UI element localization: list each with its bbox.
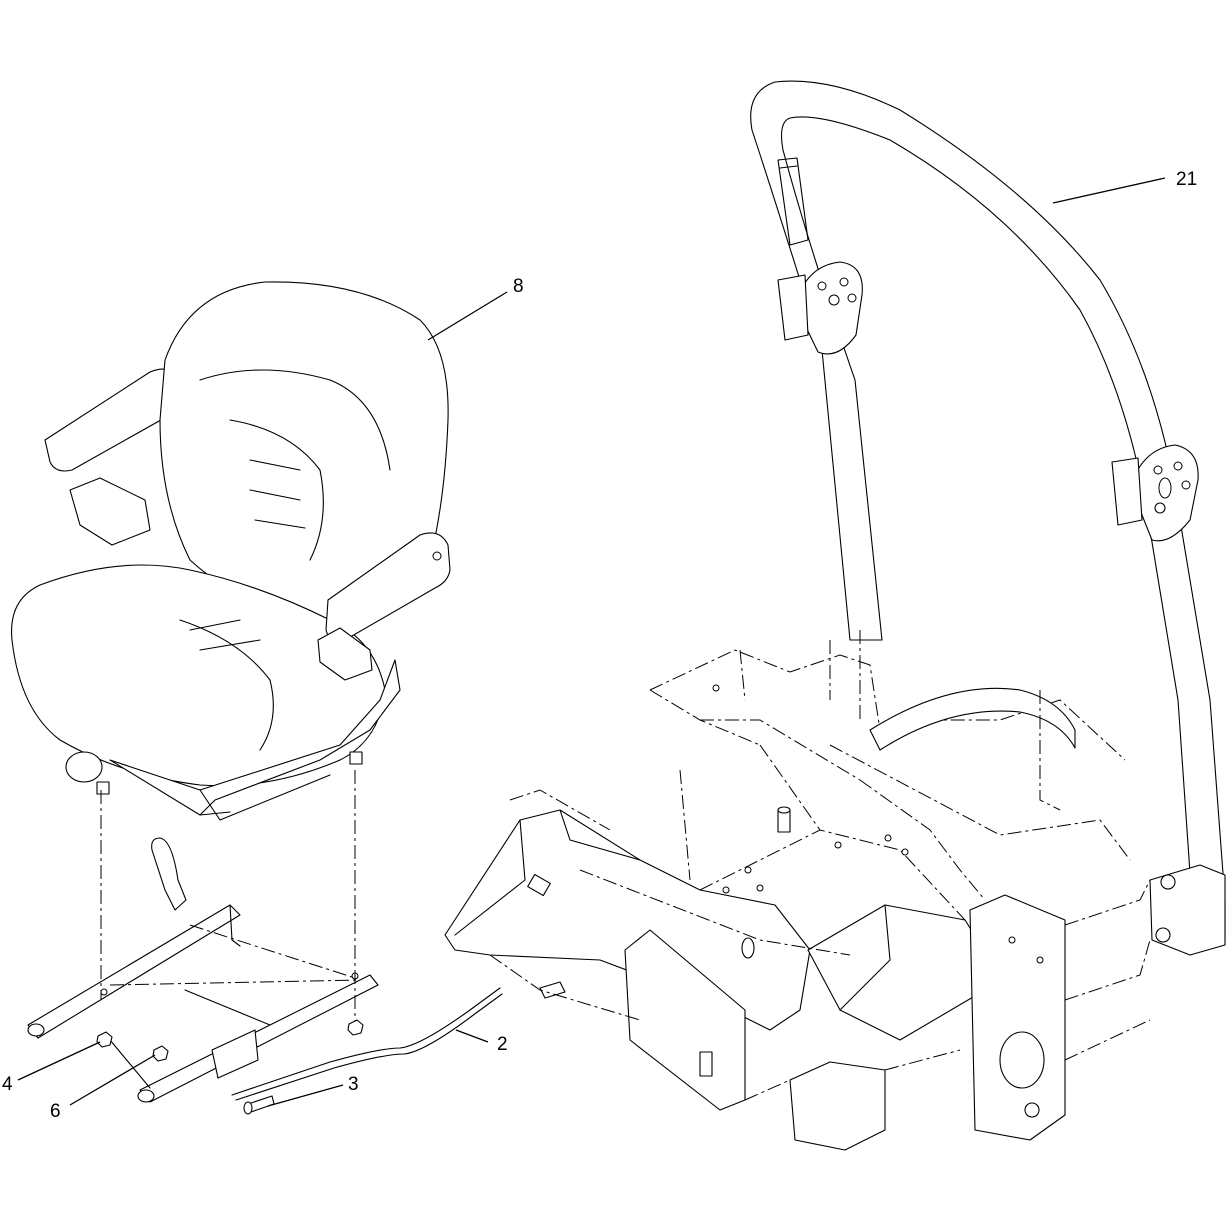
frame-lower-rear-plate [789,1061,886,1151]
leader-2 [455,1029,489,1043]
callout-21: 21 [1176,169,1197,190]
seat-assembly [11,281,451,821]
nut-6 [152,1045,169,1062]
left-seatbelt-buckle [69,477,151,546]
callout-6: 6 [50,1101,61,1122]
roll-over-bar [750,80,1226,946]
nut-4 [96,1031,113,1048]
seat-rails [27,837,379,1103]
callout-4: 4 [2,1074,13,1095]
leader-6 [69,1054,156,1106]
frame-cross-tube [869,687,1076,751]
seat-slide-lever [151,837,187,911]
leader-4 [17,1041,101,1081]
callout-2: 2 [497,1034,508,1055]
seat-adjust-knob [65,751,103,783]
machine-frame [444,630,1226,1151]
callout-labels: 8 21 2 3 4 6 [2,169,1197,1122]
seat-backrest [159,281,449,621]
seat-rail-left [27,904,241,1039]
frame-right-channel [807,904,991,1041]
leader-8 [427,291,508,341]
right-seatbelt-buckle [317,627,373,681]
linkage-rod-2 [231,987,501,1096]
callout-3: 3 [348,1074,359,1095]
frame-right-plate [969,894,1066,1141]
seat-rail-right [139,974,379,1103]
frame-left-rail [444,809,811,1031]
leader-lines [17,177,1166,1107]
leader-3 [267,1084,344,1107]
callout-8: 8 [513,276,524,297]
nut-right [347,1019,364,1036]
leader-21 [1052,177,1166,204]
